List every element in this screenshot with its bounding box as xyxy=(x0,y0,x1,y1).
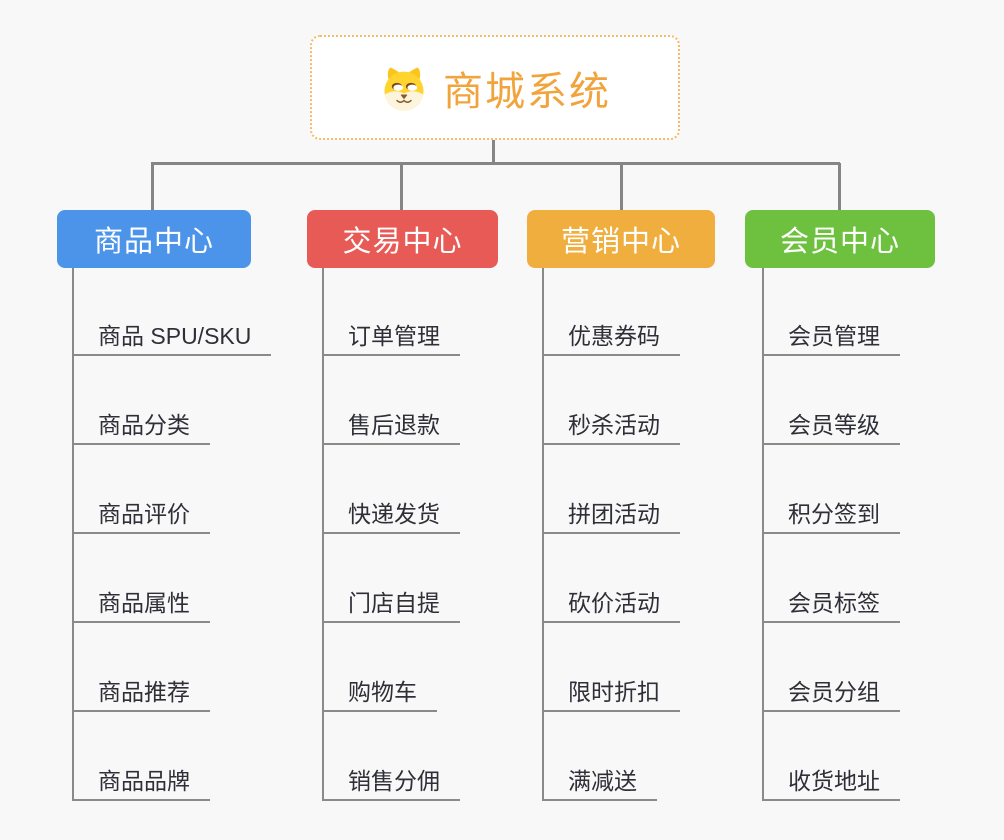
branch-children-marketing: 优惠券码 秒杀活动 拼团活动 砍价活动 限时折扣 满减送 xyxy=(542,268,777,808)
child-topic[interactable]: 优惠券码 xyxy=(542,318,680,356)
child-topic[interactable]: 商品推荐 xyxy=(72,674,210,712)
connector-drop-product xyxy=(151,163,154,210)
child-topic[interactable]: 限时折扣 xyxy=(542,674,680,712)
connector-root-stem xyxy=(492,140,495,165)
child-topic[interactable]: 秒杀活动 xyxy=(542,407,680,445)
child-topic[interactable]: 砍价活动 xyxy=(542,585,680,623)
child-topic[interactable]: 会员等级 xyxy=(762,407,900,445)
branch-children-product: 商品 SPU/SKU 商品分类 商品评价 商品属性 商品推荐 商品品牌 xyxy=(72,268,307,808)
branch-topic-product[interactable]: 商品中心 xyxy=(57,210,251,268)
connector-drop-marketing xyxy=(620,163,623,210)
child-topic[interactable]: 拼团活动 xyxy=(542,496,680,534)
branch-topic-member[interactable]: 会员中心 xyxy=(745,210,935,268)
child-topic[interactable]: 积分签到 xyxy=(762,496,900,534)
child-topic[interactable]: 收货地址 xyxy=(762,763,900,801)
connector-drop-trade xyxy=(400,163,403,210)
connector-horizontal-bus xyxy=(151,162,840,165)
dog-face-icon xyxy=(384,67,424,111)
child-topic[interactable]: 商品评价 xyxy=(72,496,210,534)
child-topic[interactable]: 会员分组 xyxy=(762,674,900,712)
child-topic[interactable]: 售后退款 xyxy=(322,407,460,445)
connector-drop-member xyxy=(838,163,841,210)
child-topic[interactable]: 订单管理 xyxy=(322,318,460,356)
branch-children-member: 会员管理 会员等级 积分签到 会员标签 会员分组 收货地址 xyxy=(762,268,997,808)
branch-topic-marketing[interactable]: 营销中心 xyxy=(527,210,715,268)
child-topic[interactable]: 门店自提 xyxy=(322,585,460,623)
branch-children-trade: 订单管理 售后退款 快递发货 门店自提 购物车 销售分佣 xyxy=(322,268,557,808)
child-topic[interactable]: 会员标签 xyxy=(762,585,900,623)
child-topic[interactable]: 满减送 xyxy=(542,763,657,801)
child-topic[interactable]: 会员管理 xyxy=(762,318,900,356)
child-topic[interactable]: 商品 SPU/SKU xyxy=(72,318,272,356)
branch-topic-trade[interactable]: 交易中心 xyxy=(307,210,498,268)
child-topic[interactable]: 销售分佣 xyxy=(322,763,460,801)
child-topic[interactable]: 商品品牌 xyxy=(72,763,210,801)
root-topic[interactable]: 商城系统 xyxy=(310,35,680,140)
child-topic[interactable]: 购物车 xyxy=(322,674,437,712)
child-topic[interactable]: 商品分类 xyxy=(72,407,210,445)
child-topic[interactable]: 快递发货 xyxy=(322,496,460,534)
root-topic-title: 商城系统 xyxy=(443,69,611,114)
child-topic[interactable]: 商品属性 xyxy=(72,585,210,623)
